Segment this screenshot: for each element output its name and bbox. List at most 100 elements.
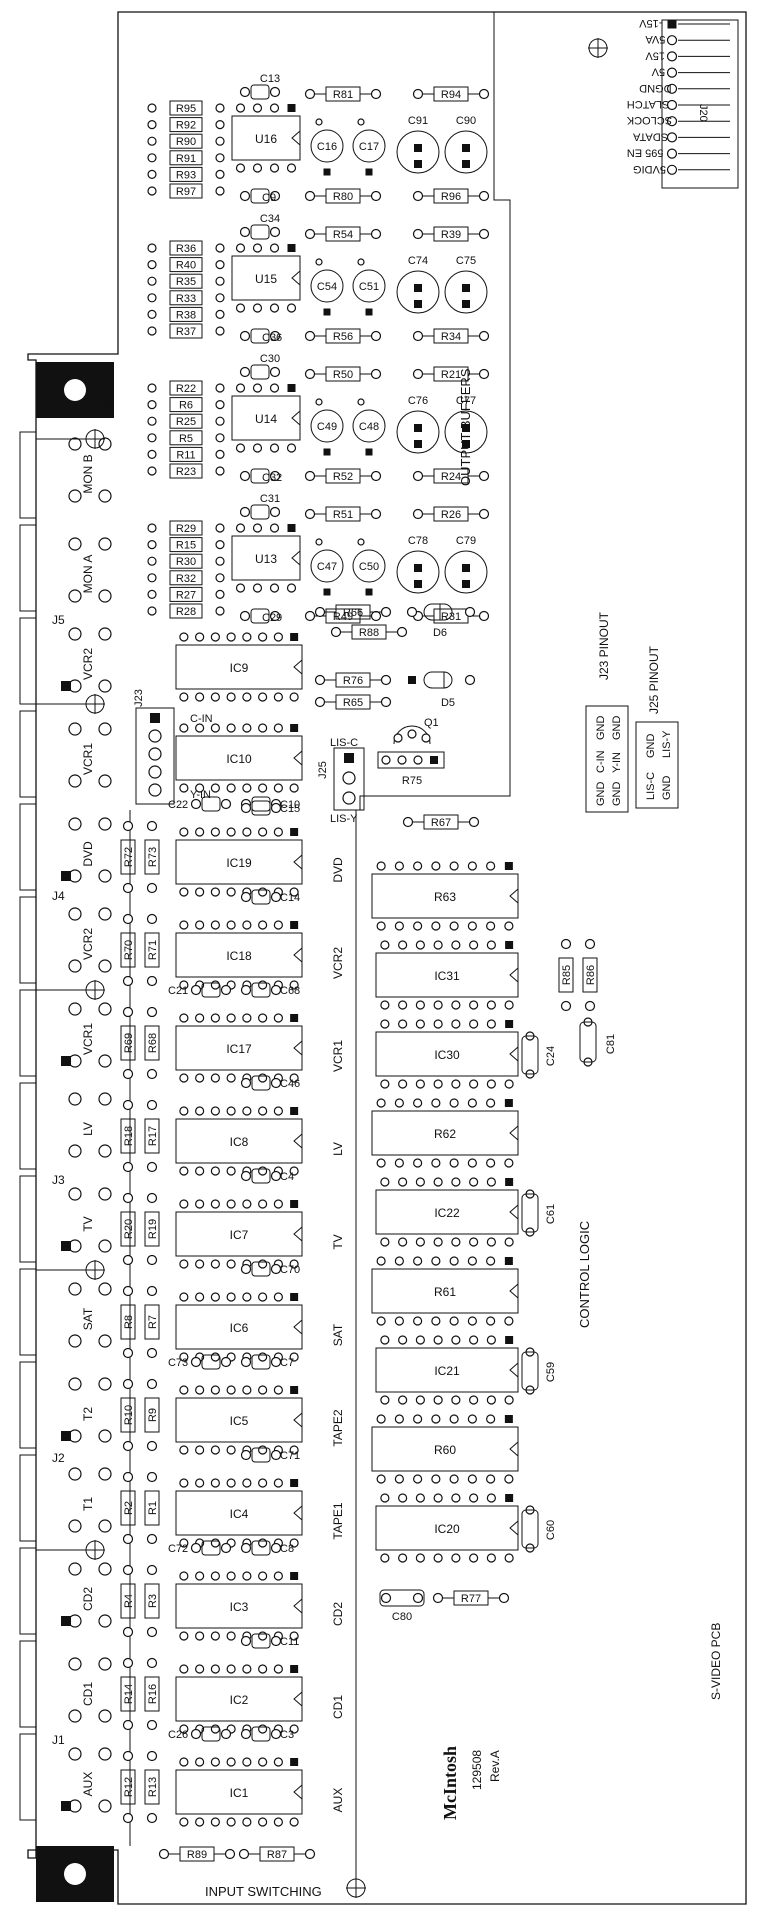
square-pad <box>505 1020 514 1028</box>
square-pad <box>365 308 373 316</box>
j23-pinout-title: J23 PINOUT <box>597 611 611 680</box>
channel-label: CD2 <box>331 1602 345 1626</box>
pad <box>370 88 382 100</box>
input-jack-13: CD1 <box>68 1657 112 1723</box>
capacitor-c29 <box>239 608 281 624</box>
resistor-r5: R5 <box>147 430 225 446</box>
pad <box>415 940 425 950</box>
square-pad <box>290 724 299 732</box>
resistor-label: R34 <box>441 331 461 343</box>
pad <box>486 1019 496 1029</box>
ic-ic30: IC30 <box>375 1019 519 1089</box>
capacitor-c76: C76 <box>396 395 440 454</box>
pad <box>215 556 225 566</box>
pad <box>226 1106 236 1116</box>
resistor-label: R95 <box>176 103 196 115</box>
pad <box>380 606 392 618</box>
pad <box>68 959 82 973</box>
ic-r63: R63 <box>371 861 519 931</box>
pad <box>240 984 252 996</box>
pad <box>431 1256 441 1266</box>
resistor-r12: R12 <box>120 1750 136 1824</box>
pad <box>190 798 202 810</box>
resistor-r22: R22 <box>147 380 225 396</box>
pad <box>451 940 461 950</box>
ic-ic31: IC31 <box>375 940 519 1010</box>
resistor-r20: R20 <box>120 1192 136 1266</box>
pad <box>286 583 297 593</box>
pad <box>242 827 252 837</box>
pad <box>314 606 326 618</box>
pad <box>258 1292 268 1302</box>
pad <box>195 632 205 642</box>
pad <box>195 692 205 702</box>
pad <box>376 1098 386 1108</box>
j20-pin-name: DGND <box>639 82 671 94</box>
diode-d6: D6 <box>406 603 476 639</box>
pad <box>413 1474 423 1484</box>
resistor-label: R50 <box>333 369 353 381</box>
pad <box>210 1817 220 1827</box>
pad <box>270 1449 282 1461</box>
resistor-label: R3 <box>147 1594 159 1608</box>
pad <box>478 508 490 520</box>
pad <box>258 980 268 990</box>
diode-label: D5 <box>441 697 455 709</box>
pad <box>469 1177 479 1187</box>
pad <box>666 51 678 62</box>
resistor-r76: R76 <box>314 672 392 688</box>
square-pad <box>504 862 513 870</box>
pad <box>486 1098 496 1108</box>
channel-label: SAT <box>331 1323 345 1346</box>
pad <box>273 692 283 702</box>
pad <box>370 470 382 482</box>
pad <box>431 1158 441 1168</box>
pad <box>220 984 232 996</box>
pad <box>147 539 157 550</box>
pad <box>380 1493 390 1503</box>
resistor-label: R85 <box>561 965 573 985</box>
pad <box>235 163 246 173</box>
resistor-r39: R39 <box>412 226 490 242</box>
pad <box>467 861 477 871</box>
resistor-label: R30 <box>176 556 196 568</box>
ic-label: R60 <box>434 1443 456 1457</box>
square-pad <box>462 424 470 432</box>
resistor-r77: R77 <box>432 1590 510 1606</box>
jack-label: T1 <box>81 1497 95 1511</box>
resistor-r24: R24 <box>412 468 490 484</box>
pad <box>215 153 225 163</box>
ic-label: IC8 <box>230 1135 249 1149</box>
pad <box>376 921 386 931</box>
ic-r60: R60 <box>371 1414 519 1484</box>
pad <box>269 523 280 533</box>
pad <box>147 383 157 393</box>
pad <box>146 1285 158 1297</box>
channel-label: TAPE1 <box>331 1502 345 1539</box>
pad <box>486 1335 496 1345</box>
resistor-label: R91 <box>176 153 196 165</box>
resistor-r54: R54 <box>304 226 382 242</box>
pad <box>486 921 496 931</box>
resistor-r27: R27 <box>147 586 225 602</box>
square-pad <box>344 753 354 763</box>
j20-pin-2: 15V <box>645 49 730 62</box>
capacitor-c70 <box>240 1261 282 1277</box>
pad <box>469 1493 479 1503</box>
capacitor-label: C21 <box>168 985 188 997</box>
resistor-r13: R13 <box>144 1750 160 1824</box>
pad <box>98 1334 112 1348</box>
pad <box>412 470 424 482</box>
pad <box>380 1019 390 1029</box>
pad <box>314 674 326 686</box>
pad <box>370 330 382 342</box>
pad <box>195 1385 205 1395</box>
pad <box>226 1292 236 1302</box>
square-pad <box>290 633 299 641</box>
pad <box>398 1395 408 1405</box>
pad <box>215 136 225 146</box>
pad <box>122 1719 134 1731</box>
pad <box>273 632 283 642</box>
